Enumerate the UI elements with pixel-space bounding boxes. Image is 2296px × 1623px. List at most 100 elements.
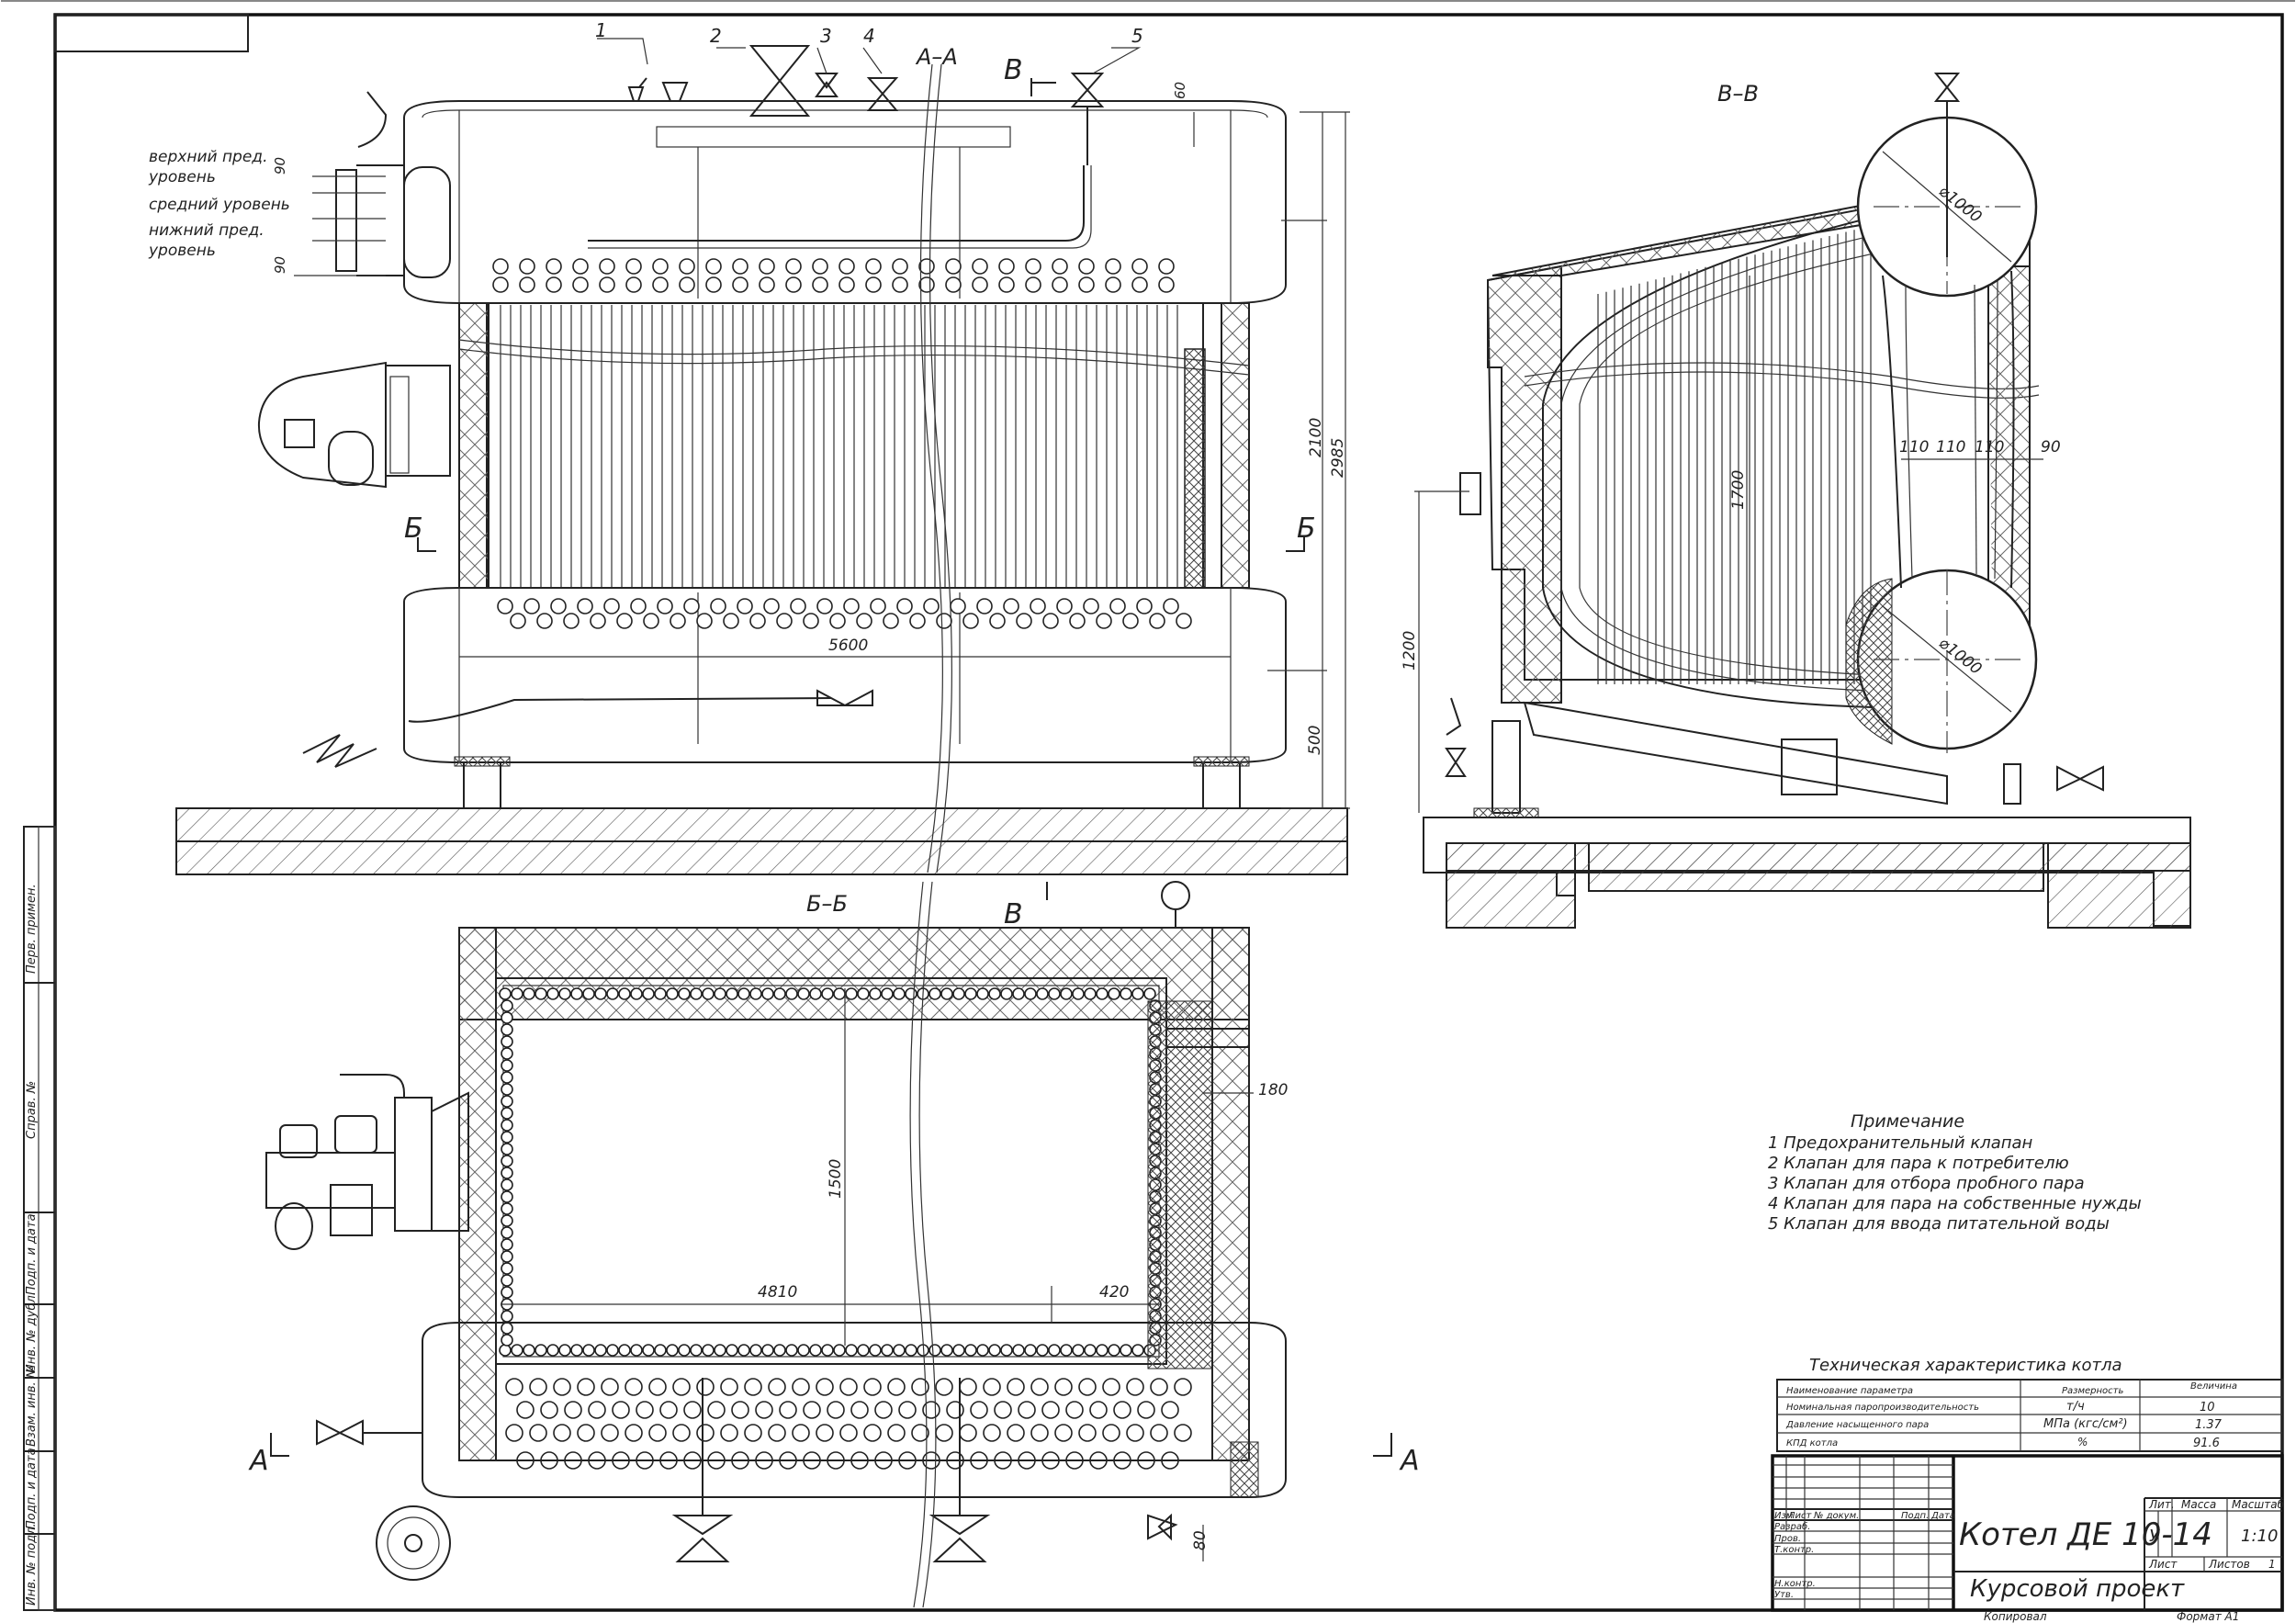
tube-hole [1137, 1401, 1155, 1419]
tube-hole [1065, 1401, 1084, 1419]
tube-hole [519, 258, 535, 275]
tube-hole [874, 1401, 893, 1419]
tube-hole [1109, 598, 1126, 614]
tube-hole [505, 1424, 523, 1442]
spec-row3-name: КПД котла [1786, 1438, 1838, 1448]
callout-2: 2 [710, 25, 722, 47]
tube-hole [1072, 1344, 1085, 1357]
tube-hole [761, 987, 774, 1000]
tube-hole [759, 258, 775, 275]
tube-hole [887, 1424, 906, 1442]
tube-hole [945, 258, 962, 275]
tube-hole [499, 987, 512, 1000]
tube-hole [998, 276, 1015, 293]
tube-hole [572, 258, 589, 275]
stamp-inv-dubl: Инв. № дубл. [25, 1291, 39, 1373]
right-wall-bb [1211, 927, 1250, 1461]
tube-hole [918, 258, 935, 275]
tube-hole [785, 276, 802, 293]
tube-hole [809, 987, 822, 1000]
col-podp: Подп. [1901, 1511, 1929, 1521]
spec-title: Техническая характеристика котла [1809, 1356, 2122, 1375]
tube-hole [501, 1238, 513, 1251]
tube-hole [666, 987, 679, 1000]
dim-aa-2985: 2985 [1329, 438, 1347, 478]
tube-hole [1149, 613, 1165, 629]
tube-hole [1131, 258, 1148, 275]
tube-hole [582, 987, 595, 1000]
spec-header-value: Величина [2190, 1381, 2237, 1392]
tube-hole [625, 258, 642, 275]
tube-hole [588, 1401, 606, 1419]
upper-drum-tube-row [492, 258, 1175, 293]
title-sheets-label: Листов [2208, 1558, 2250, 1571]
tube-hole [501, 1071, 513, 1084]
tube-hole [773, 1344, 786, 1357]
stamp-podp-data-2: Подп. и дата [25, 1448, 39, 1529]
tube-hole [570, 1344, 583, 1357]
title-massa-label: Масса [2181, 1498, 2216, 1511]
tube-hole [785, 258, 802, 275]
tube-hole [970, 1401, 988, 1419]
tube-hole [535, 987, 547, 1000]
tube-hole [577, 1378, 595, 1396]
tube-hole [563, 613, 580, 629]
tube-hole [737, 1344, 750, 1357]
tube-hole [672, 1378, 691, 1396]
tube-hole [710, 598, 726, 614]
tube-hole [499, 1344, 512, 1357]
tube-hole [865, 258, 882, 275]
dim-bb-80: 80 [1191, 1530, 1210, 1550]
tube-hole [850, 1401, 869, 1419]
tube-hole [1131, 1344, 1144, 1357]
spec-table [1776, 1379, 2283, 1452]
tube-hole [523, 598, 540, 614]
tube-hole [696, 1424, 715, 1442]
section-mark-a-right: А [1399, 1445, 1420, 1477]
tube-hole [893, 987, 906, 1000]
section-mark-b-right: Б [1297, 513, 1316, 545]
tube-hole [779, 1401, 797, 1419]
tube-hole [1018, 1401, 1036, 1419]
tube-hole [714, 1344, 726, 1357]
tube-hole [625, 1424, 643, 1442]
valve-3 [815, 73, 838, 97]
tube-hole [1030, 1424, 1049, 1442]
tube-hole [603, 598, 620, 614]
tube-hole [516, 1401, 535, 1419]
view-bb [265, 881, 1392, 1608]
tube-hole [1174, 1424, 1192, 1442]
tube-hole [839, 1378, 858, 1396]
tube-hole [1012, 987, 1025, 1000]
tube-hole [827, 1401, 845, 1419]
tube-hole [1176, 613, 1192, 629]
tube-hole [1120, 1344, 1132, 1357]
tube-hole [501, 1107, 513, 1120]
dim-vv-110a: 110 [1899, 438, 1929, 456]
tube-hole [612, 1401, 630, 1419]
tube-hole [590, 613, 606, 629]
callout-4: 4 [863, 25, 875, 47]
callout-1: 1 [595, 19, 607, 41]
tube-hole [1036, 987, 1049, 1000]
right-wall-aa [1221, 302, 1250, 589]
tube-hole [935, 1424, 953, 1442]
tube-hole [501, 1262, 513, 1275]
tube-hole [893, 1344, 906, 1357]
tube-hole [1096, 987, 1109, 1000]
tube-hole [546, 258, 562, 275]
dim-vv-110b: 110 [1936, 438, 1965, 456]
tube-hole [1012, 1344, 1025, 1357]
tube-hole [540, 1401, 558, 1419]
dim-bb-420: 420 [1099, 1283, 1129, 1302]
tube-hole [768, 1424, 786, 1442]
tube-hole [863, 1424, 882, 1442]
tube-hole [898, 1401, 917, 1419]
tube-hole [702, 1344, 715, 1357]
tube-hole [501, 999, 513, 1012]
tube-hole [865, 276, 882, 293]
valve-4 [866, 77, 899, 111]
tube-hole [678, 987, 691, 1000]
tube-hole [945, 276, 962, 293]
